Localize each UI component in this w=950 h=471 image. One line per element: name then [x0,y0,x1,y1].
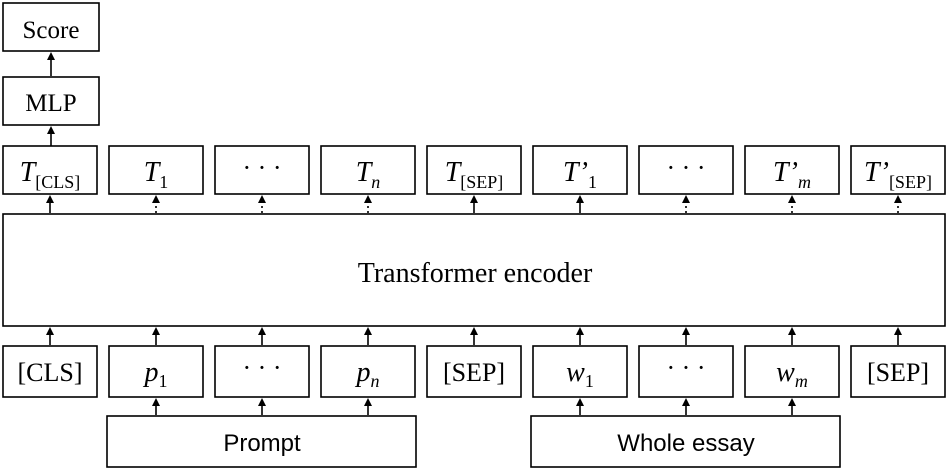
output-token: T’m [744,145,840,195]
mlp-node: MLP [2,76,100,126]
output-token-label: T’1 [563,157,597,192]
input-to-encoder-arrow [470,327,478,345]
input-token: [SEP] [850,345,946,398]
input-token-label: p1 [143,357,168,391]
top-arrows [47,52,55,146]
input-to-encoder-arrow [682,327,690,345]
output-token-label: T’[SEP] [864,157,932,192]
encoder-to-output-arrow [894,195,902,213]
encoder-to-output-arrow [470,195,478,213]
output-token: T[SEP] [426,145,522,195]
input-token: pn [320,345,416,398]
output-token-label: T’m [773,157,811,192]
input-to-encoder-arrow [576,327,584,345]
input-encoder-arrows [46,327,902,345]
input-token-label: wm [776,357,808,391]
encoder-output-arrows [46,195,902,213]
encoder-to-output-arrow [46,195,54,213]
output-token: T[CLS] [2,145,98,195]
essay-node: Whole essay [530,415,841,468]
source-to-input-arrow [152,398,160,415]
essay-label: Whole essay [617,430,754,457]
input-token: wm [744,345,840,398]
source-to-input-arrow [788,398,796,415]
input-token: · · · [214,345,310,398]
score-node: Score [2,2,100,52]
input-token-row: [CLS] p1 · · · pn [SEP] w1 · · · wm [SEP] [2,345,946,398]
prompt-label: Prompt [223,430,301,457]
output-token: T’[SEP] [850,145,946,195]
source-to-input-arrow [682,398,690,415]
output-token-row: T[CLS] T1 · · · Tn T[SEP] T’1 · · · T’m T’[SEP] [2,145,946,195]
input-to-encoder-arrow [152,327,160,345]
score-label: Score [23,17,80,44]
input-token-label: · · · [667,353,706,382]
output-token-label: T1 [144,157,169,192]
encoder-to-output-arrow [364,195,372,213]
input-to-encoder-arrow [364,327,372,345]
input-token-label: [SEP] [443,358,505,387]
input-to-encoder-arrow [258,327,266,345]
prompt-node: Prompt [106,415,417,468]
mlp-label: MLP [25,90,76,117]
output-token: · · · [214,145,310,195]
output-token-label: · · · [243,153,282,182]
input-to-encoder-arrow [46,327,54,345]
output-token: Tn [320,145,416,195]
input-token-label: [CLS] [18,358,83,387]
output-token: T’1 [532,145,628,195]
input-token: p1 [108,345,204,398]
input-to-encoder-arrow [788,327,796,345]
encoder-to-output-arrow [152,195,160,213]
input-to-encoder-arrow [894,327,902,345]
input-token: [CLS] [2,345,98,398]
source-to-input-arrow [258,398,266,415]
input-token-label: pn [355,357,380,391]
output-token-label: · · · [667,153,706,182]
output-token-label: T[SEP] [445,157,504,192]
source-to-input-arrow [576,398,584,415]
output-token: T1 [108,145,204,195]
input-token-label: · · · [243,353,282,382]
output-token-label: Tn [356,157,381,192]
output-token: · · · [638,145,734,195]
encoder-to-output-arrow [576,195,584,213]
source-to-input-arrow [364,398,372,415]
output-token-label: T[CLS] [20,157,81,192]
input-token-label: w1 [566,357,594,391]
source-arrows [152,398,796,415]
encoder-to-output-arrow [788,195,796,213]
input-token: w1 [532,345,628,398]
encoder-to-output-arrow [258,195,266,213]
transformer-encoder: Transformer encoder [2,213,946,327]
encoder-label: Transformer encoder [358,258,593,289]
input-token: [SEP] [426,345,522,398]
encoder-to-output-arrow [682,195,690,213]
input-token: · · · [638,345,734,398]
input-token-label: [SEP] [867,358,929,387]
